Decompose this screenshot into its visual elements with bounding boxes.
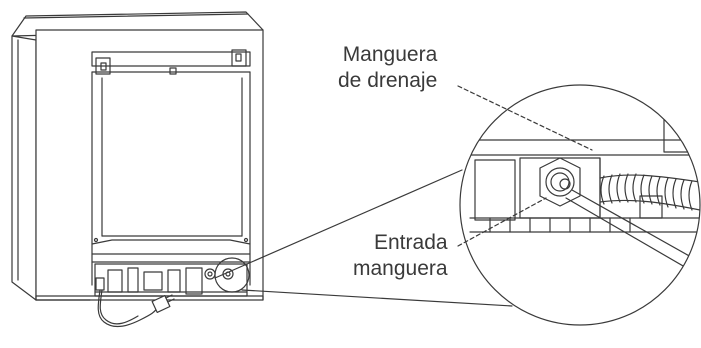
power-cord (97, 289, 175, 328)
callout-line-lower (241, 289, 513, 307)
leader-drain-hose (457, 85, 593, 151)
inlet-hose-label-line1: Entrada (374, 231, 448, 254)
detail-focus-circle (214, 257, 250, 293)
drain-hose-label-line2: de drenaje (338, 69, 438, 92)
callout-line-upper (214, 169, 463, 279)
dishwasher-body (11, 11, 264, 301)
leader-inlet-hose (457, 197, 547, 247)
inlet-hose-label: Entrada manguera (353, 230, 448, 282)
magnified-circle-outline (459, 84, 701, 326)
magnified-detail (460, 85, 700, 325)
drain-hose-label: Manguera de drenaje (338, 42, 437, 94)
inlet-hose-label-line2: manguera (353, 257, 448, 280)
drain-hose-label-line1: Manguera (342, 43, 438, 66)
